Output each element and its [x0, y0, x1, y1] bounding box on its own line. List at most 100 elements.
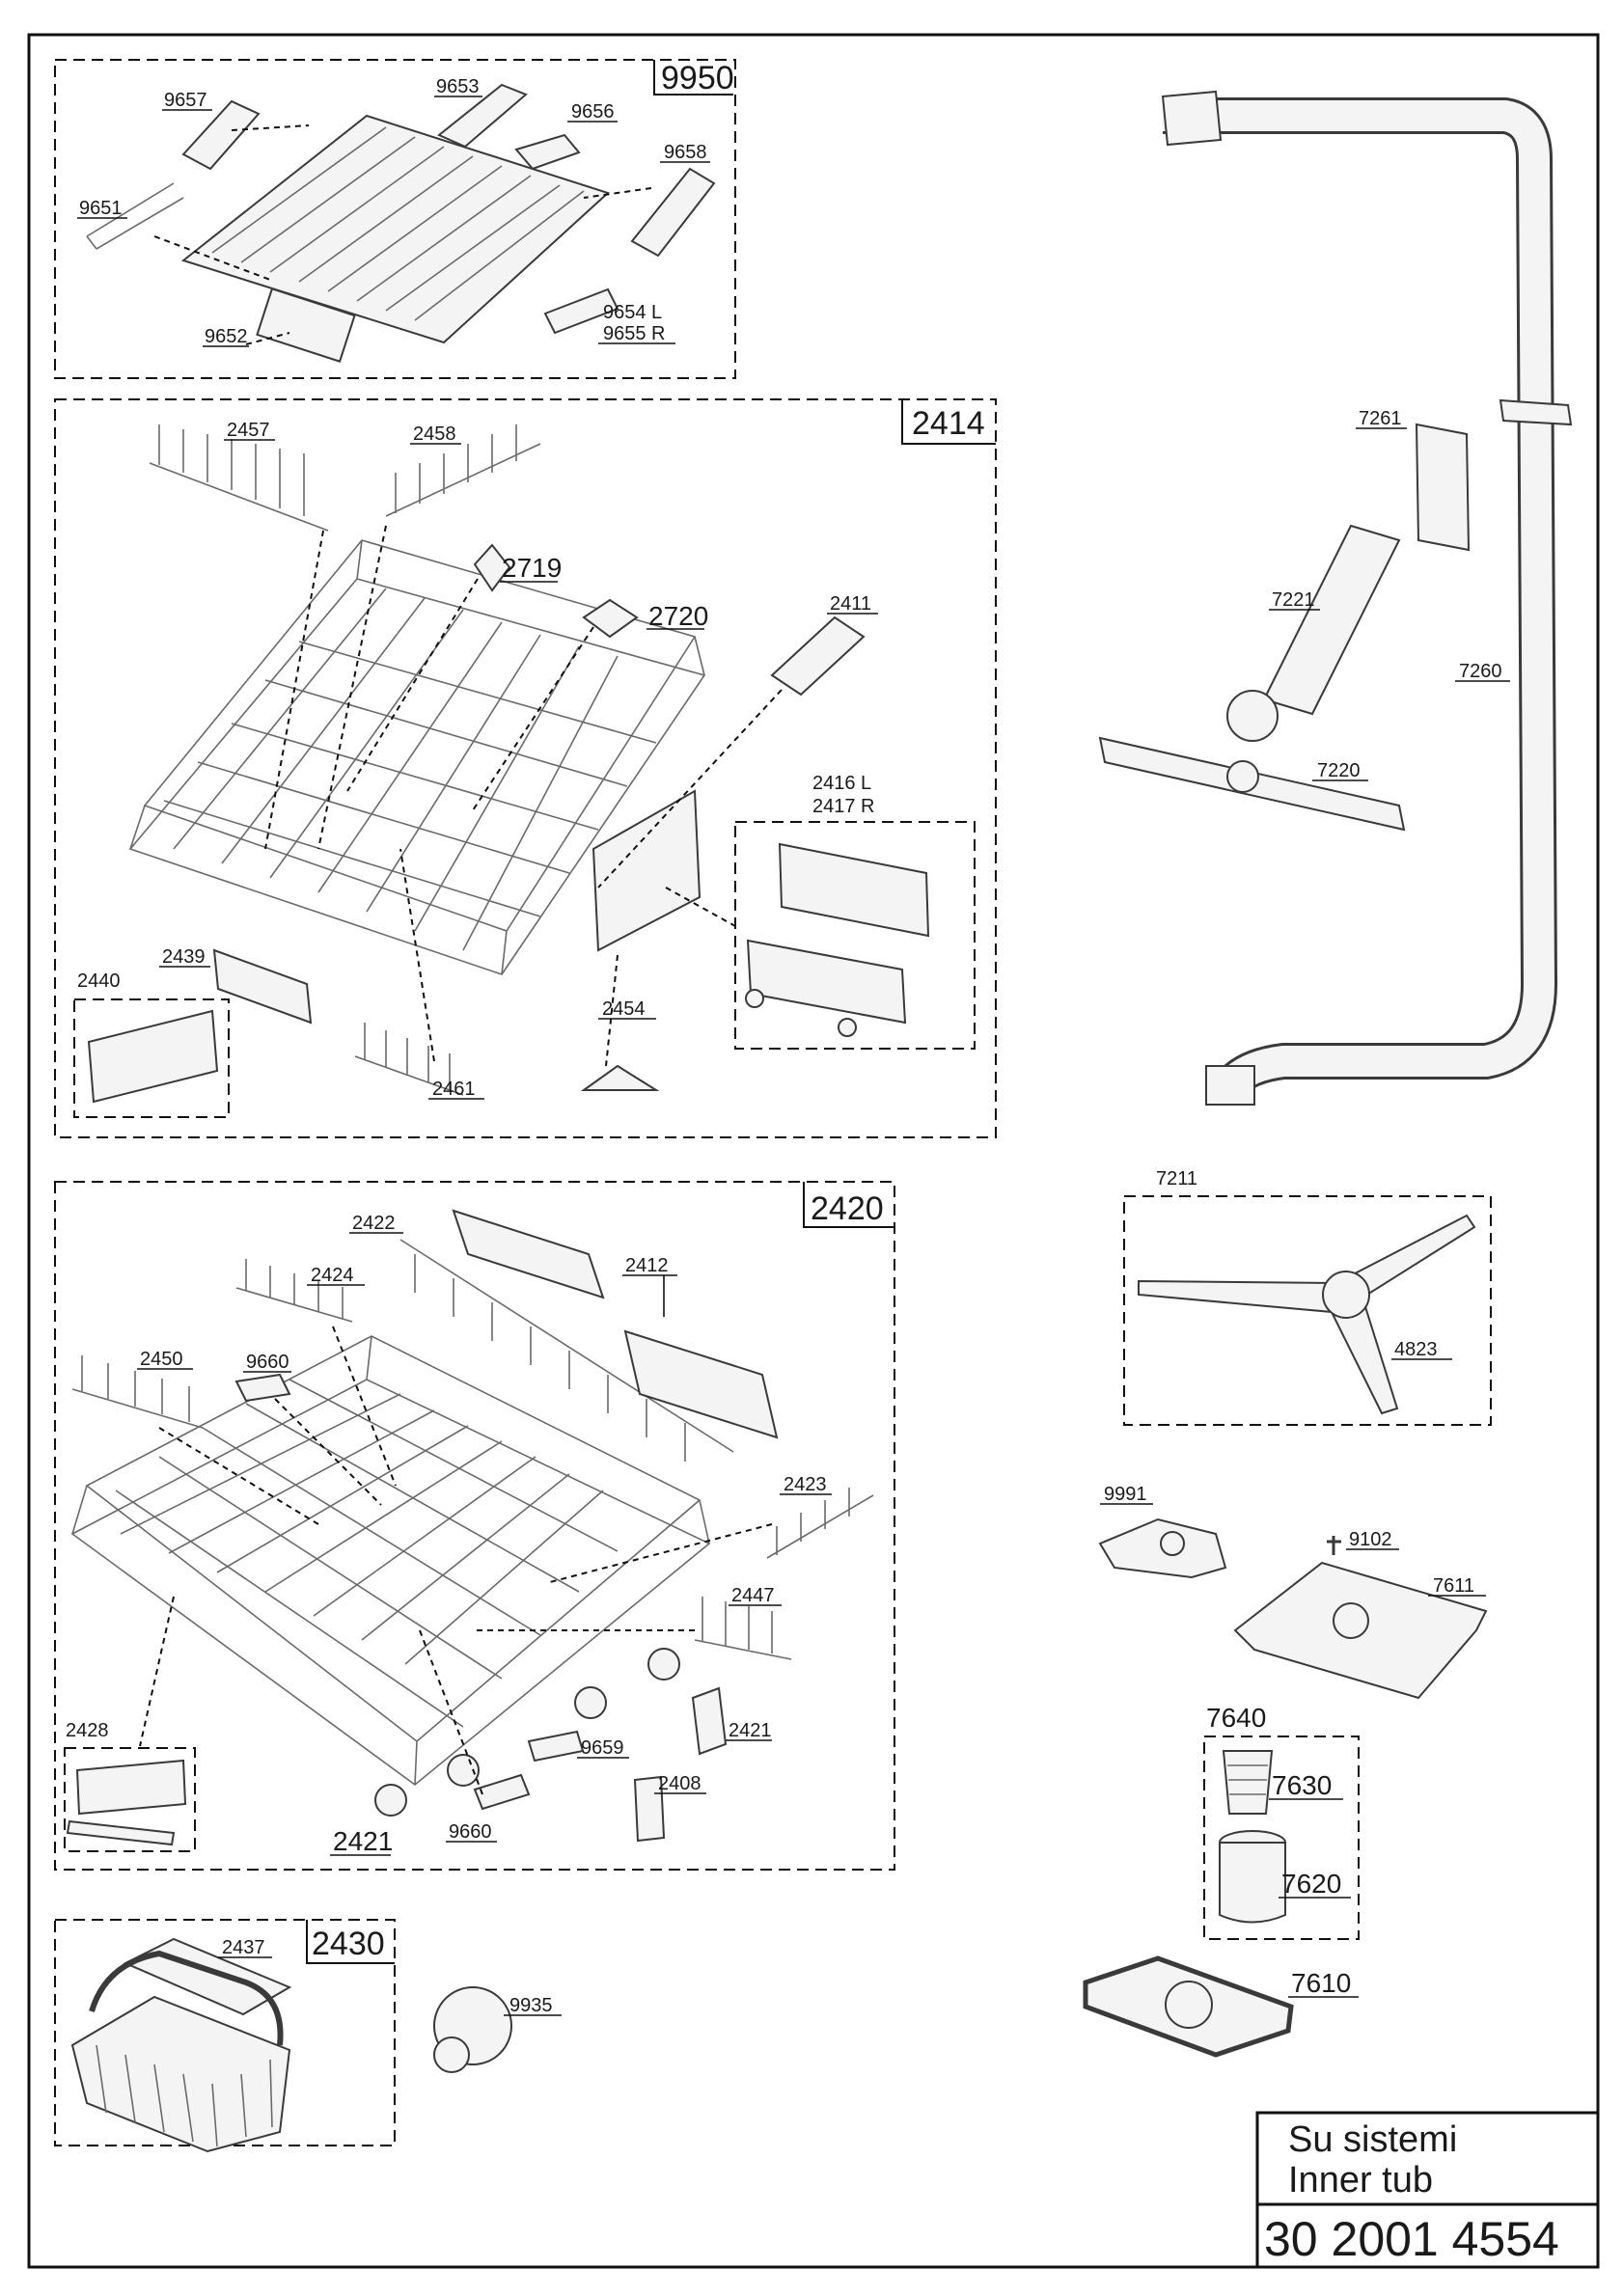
part-7221-hub — [1226, 690, 1279, 742]
title-english: Inner tub — [1288, 2160, 1433, 2200]
part-4823-sprayarm — [1138, 1214, 1476, 1415]
label-2439: 2439 — [162, 946, 206, 968]
part-9654-bracket — [543, 287, 619, 335]
part-2417-panel — [746, 939, 907, 1025]
leader-2428 — [139, 1596, 175, 1747]
part-2454-wedge — [580, 1064, 660, 1091]
group-2430: 2430 2437 — [54, 1919, 396, 2153]
leader-2411 — [597, 689, 783, 888]
part-9653-insert — [437, 83, 528, 149]
title-turkish: Su sistemi — [1288, 2119, 1457, 2160]
cutlery-basket — [70, 1995, 291, 2153]
leader-2454 — [605, 954, 619, 1067]
label-9653: 9653 — [436, 76, 480, 97]
part-7630-ribs — [1227, 1764, 1268, 1795]
part-2720-clip — [582, 598, 639, 639]
part-2447-rack — [694, 1597, 792, 1660]
part-2440-handle — [87, 1009, 219, 1104]
label-2417: 2417 R — [812, 796, 875, 817]
part-9651-rail — [86, 182, 184, 250]
label-9656: 9656 — [571, 101, 615, 123]
label-2411: 2411 — [830, 593, 871, 615]
part-2428-label — [66, 1819, 176, 1846]
cutlery-tray — [180, 114, 610, 344]
label-2408: 2408 — [658, 1773, 701, 1794]
part-7610: 7610 — [1083, 1955, 1359, 2058]
title-block-frame — [1255, 2111, 1600, 2269]
part-7260-inlet — [1161, 90, 1223, 147]
part-2450-rack — [71, 1355, 204, 1429]
part-9935-hub — [433, 2036, 470, 2073]
group-2414: 2414 2457 2458 2719 — [54, 398, 997, 1138]
label-9657: 9657 — [164, 90, 207, 111]
title-block: Su sistemi Inner tub 30 2001 4554 — [1255, 2111, 1600, 2269]
part-2458-rack — [385, 424, 541, 517]
label-7261: 7261 — [1359, 408, 1402, 429]
upper-basket — [128, 539, 706, 975]
label-2720: 2720 — [648, 601, 708, 631]
water-pipe-assembly: 7261 7221 7260 7220 — [1098, 90, 1573, 1106]
label-7610: 7610 — [1291, 1968, 1351, 1998]
label-7211: 7211 — [1156, 1168, 1197, 1189]
part-9991-hub — [1160, 1531, 1185, 1556]
label-9935: 9935 — [509, 1995, 553, 2016]
lower-basket — [70, 1335, 711, 1787]
label-2447: 2447 — [731, 1585, 775, 1606]
label-7221: 7221 — [1272, 589, 1315, 611]
part-2439-insert — [212, 948, 313, 1025]
label-2457: 2457 — [227, 420, 270, 441]
group-2414-box — [54, 398, 997, 1138]
part-2412-upper — [452, 1209, 605, 1299]
label-7220: 7220 — [1317, 760, 1361, 781]
label-7630: 7630 — [1272, 1770, 1332, 1800]
label-7611: 7611 — [1433, 1575, 1474, 1597]
part-7221-arm — [1262, 524, 1401, 716]
sheet-border — [27, 33, 1600, 2269]
label-9658: 9658 — [664, 142, 707, 163]
part-7630-filter — [1222, 1750, 1274, 1815]
part-7261-connector — [1415, 423, 1471, 552]
label-2458: 2458 — [413, 424, 456, 445]
leader-2424 — [332, 1326, 397, 1487]
side-adjuster — [591, 789, 701, 952]
group-2420: 2420 2422 2424 2412 — [54, 1181, 895, 1871]
filter-housing: 9991 9102 7611 — [1098, 1484, 1488, 1700]
part-7260-outlet — [1205, 1065, 1255, 1106]
label-9102: 9102 — [1349, 1529, 1392, 1550]
part-2457-rack — [149, 424, 329, 532]
label-4823: 4823 — [1394, 1339, 1438, 1360]
group-7211-box — [1123, 1195, 1492, 1426]
part-9660a-clip — [234, 1373, 291, 1403]
label-2412: 2412 — [625, 1255, 669, 1276]
leader-9658 — [583, 187, 652, 199]
drawing-number: 30 2001 4554 — [1264, 2212, 1559, 2266]
leader-subbox — [665, 887, 736, 927]
label-2424: 2424 — [311, 1265, 354, 1286]
leader-2458 — [317, 525, 387, 850]
group-9950-number: 9950 — [661, 60, 734, 96]
leader-2423 — [549, 1523, 773, 1583]
part-9659-clip — [527, 1730, 585, 1763]
part-4823-hub — [1322, 1271, 1370, 1319]
wheel-left — [745, 989, 764, 1008]
part-7260-pipe-inner — [1163, 100, 1554, 1096]
part-2428-handle — [75, 1759, 187, 1816]
group-2420-tag — [803, 1182, 894, 1228]
group-2414-number: 2414 — [912, 405, 985, 442]
label-2461: 2461 — [432, 1079, 476, 1100]
subbox-2416 — [734, 821, 976, 1050]
label-9654: 9654 L — [603, 302, 662, 323]
part-9656-clip — [514, 133, 581, 171]
wheel-right — [838, 1018, 857, 1037]
cutlery-tray-ribs — [211, 126, 585, 321]
label-2440: 2440 — [77, 970, 121, 992]
label-9651: 9651 — [79, 198, 123, 219]
label-2450: 2450 — [140, 1349, 183, 1370]
label-2428: 2428 — [66, 1720, 109, 1741]
part-7620-body — [1219, 1842, 1286, 1924]
part-9935: 9935 — [433, 1986, 562, 2073]
label-7640: 7640 — [1206, 1703, 1266, 1733]
wheel-front-1 — [574, 1686, 607, 1719]
leader-2720 — [472, 626, 594, 811]
